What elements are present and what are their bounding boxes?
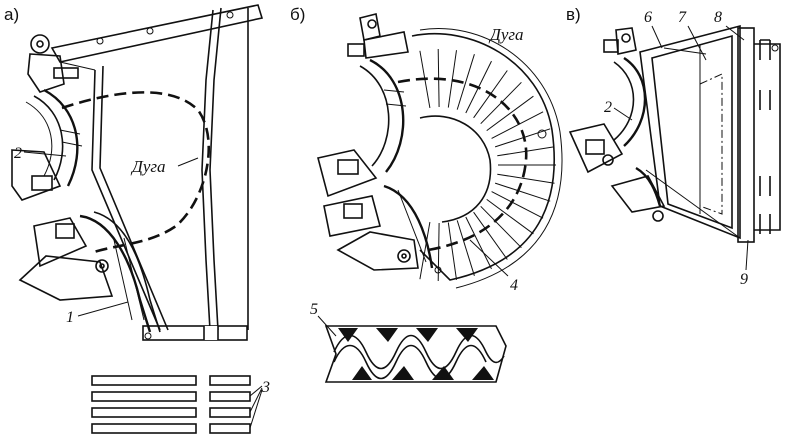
deion-grid-plates	[419, 48, 556, 282]
panel-b: б) Дуга	[290, 5, 563, 383]
grid-plate	[456, 54, 475, 110]
upper-contact-a	[11, 34, 83, 201]
grid-plate	[486, 95, 534, 132]
callout-9: 9	[740, 271, 748, 288]
callout-8: 8	[714, 9, 722, 26]
mounting-bracket	[754, 39, 781, 234]
callout-7: 7	[678, 9, 687, 26]
panel-v-label: в)	[566, 5, 581, 24]
lower-contact-a	[18, 211, 161, 340]
layered-plates	[91, 375, 263, 434]
top-insulating-plate	[50, 4, 264, 63]
arc-label-a: Дуга	[130, 157, 166, 176]
grid-plate	[494, 128, 551, 148]
grid-plate	[473, 211, 508, 260]
chute-wall-left	[91, 69, 161, 331]
grid-plate	[486, 198, 534, 235]
grid-plate	[494, 182, 551, 202]
deion-grid-outline	[411, 32, 555, 281]
upper-contact-v	[568, 27, 647, 174]
chute-wall-right	[201, 9, 214, 331]
grid-plate	[465, 216, 492, 270]
callout-2-v: 2	[604, 99, 612, 116]
callout-6: 6	[644, 9, 652, 26]
panel-a-label: а)	[4, 5, 19, 24]
grid-plate	[480, 205, 522, 249]
panel-a: а)	[4, 4, 270, 434]
cooling-grid-strip	[737, 27, 755, 243]
panel-b-label: б)	[290, 5, 305, 24]
callout-4: 4	[510, 277, 518, 294]
callout-1: 1	[66, 309, 74, 326]
callout-5: 5	[310, 301, 318, 318]
arc-label-b: Дуга	[488, 25, 524, 44]
arc-path-a	[61, 91, 211, 254]
grid-plate	[497, 173, 555, 184]
lower-contact-b	[323, 184, 434, 271]
grid-plate	[447, 50, 457, 108]
grid-plate	[447, 222, 457, 280]
upper-contact-b	[317, 13, 409, 198]
grid-plate	[437, 222, 440, 282]
lower-contact-v	[610, 166, 741, 239]
panel-v: в)	[566, 5, 781, 288]
grid-plate	[491, 111, 544, 139]
bottom-insulating-plate	[142, 325, 248, 341]
grid-plate	[491, 191, 544, 219]
grid-plate	[456, 220, 475, 276]
callout-2-a: 2	[14, 145, 22, 162]
corrugated-plate	[324, 325, 507, 383]
callout-3: 3	[261, 379, 270, 396]
arc-path-b	[397, 77, 528, 252]
grid-plate	[419, 222, 431, 280]
